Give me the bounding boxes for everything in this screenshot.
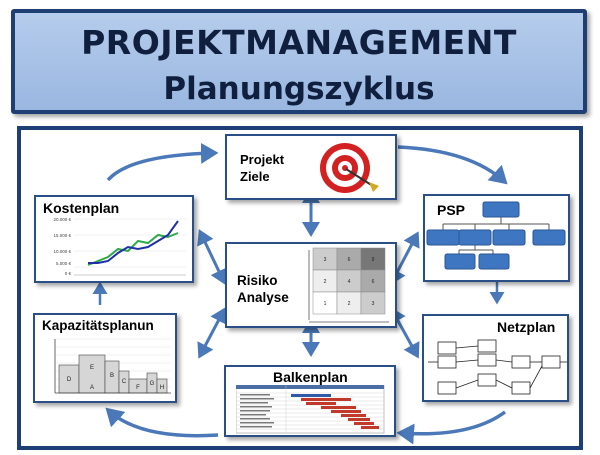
arrow-kosten-to-ziele	[106, 142, 219, 182]
gantt-chart-icon	[236, 385, 385, 434]
risk-cell: 6	[372, 279, 375, 285]
node-kostenplan-label: Kostenplan	[43, 200, 120, 216]
cost-y-tick: 15.000 €	[53, 233, 71, 238]
arrow-kapazitaet-risiko	[197, 307, 227, 359]
capacity-letter: H	[160, 385, 164, 391]
cost-y-tick: 20.000 €	[53, 217, 71, 222]
capacity-letter: C	[122, 379, 127, 385]
node-risiko-analyse: Risiko Analyse 3 6 9 2 4	[225, 242, 397, 328]
risk-cell: 3	[372, 301, 375, 307]
node-risiko-label-line1: Risiko	[237, 273, 278, 288]
org-chart-icon	[426, 201, 566, 270]
risk-cell: 1	[324, 301, 327, 307]
header-banner: PROJEKTMANAGEMENT Planungszyklus	[11, 9, 587, 114]
risk-cell: 2	[324, 279, 327, 285]
node-kapazitaetsplanung: Kapazitätsplanun D A E	[33, 313, 177, 403]
node-balkenplan-label: Balkenplan	[273, 369, 348, 385]
target-icon	[320, 143, 379, 193]
page-subtitle: Planungszyklus	[163, 71, 435, 107]
risk-cell: 3	[324, 257, 327, 263]
capacity-letter: A	[90, 385, 94, 391]
node-netzplan-label: Netzplan	[497, 319, 556, 335]
arrow-netzplan-to-balkenplan	[396, 410, 507, 445]
risk-matrix-icon: 3 6 9 2 4 6 1 2 3	[308, 247, 389, 323]
risk-cell: 6	[348, 257, 351, 263]
arrow-ziele-to-psp	[397, 145, 508, 185]
cost-y-tick: 10.000 €	[53, 249, 71, 254]
node-ziele-label-line2: Ziele	[240, 169, 270, 184]
arrow-kosten-risiko	[197, 229, 227, 285]
page-title: PROJEKTMANAGEMENT	[81, 23, 517, 62]
node-ziele-label-line1: Projekt	[240, 152, 285, 167]
risk-cell: 4	[348, 279, 351, 285]
arrow-balkenplan-to-kapazitaet	[105, 407, 219, 438]
node-netzplan: Netzplan	[422, 314, 569, 402]
cost-y-tick: 5.000 €	[56, 261, 72, 266]
cost-line-planned	[87, 232, 179, 266]
node-psp: PSP	[423, 194, 570, 282]
node-risiko-label-line2: Analyse	[237, 290, 289, 305]
node-kapazitaet-label: Kapazitätsplanun	[42, 318, 154, 333]
capacity-letter: B	[110, 373, 114, 379]
capacity-letter: F	[136, 385, 140, 391]
node-projekt-ziele: Projekt Ziele	[225, 134, 397, 200]
capacity-letter: D	[67, 377, 72, 383]
risk-cell: 9	[372, 257, 375, 263]
cost-y-tick: 0 €	[65, 271, 72, 276]
risk-cell: 2	[348, 301, 351, 307]
capacity-letter: E	[90, 365, 94, 371]
network-diagram-icon	[428, 339, 567, 395]
capacity-letter: G	[150, 381, 155, 387]
capacity-chart-icon: D A E B C F G H	[54, 338, 171, 394]
node-kostenplan: Kostenplan 20.000 € 15.000 € 10.000 € 5.…	[34, 195, 194, 283]
cost-chart-icon: 20.000 € 15.000 € 10.000 € 5.000 € 0 €	[53, 217, 186, 276]
node-psp-label: PSP	[437, 202, 466, 218]
node-balkenplan: Balkenplan	[224, 365, 396, 437]
cost-line-actual	[88, 220, 179, 264]
